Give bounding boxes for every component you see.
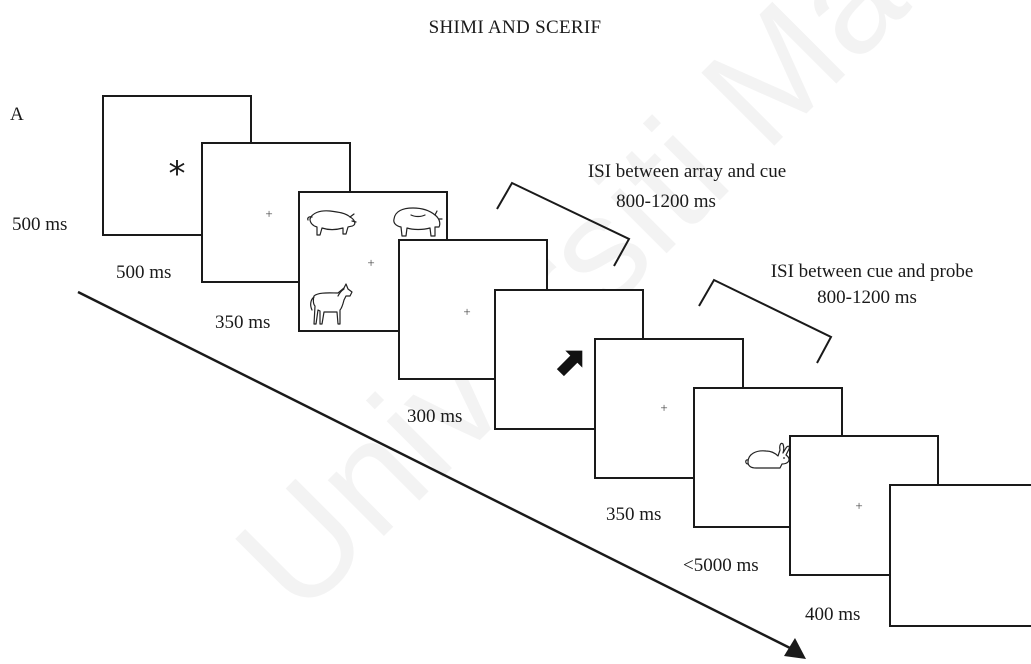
fixation-cross: + [265, 206, 272, 221]
duration-label-7: 400 ms [805, 604, 860, 625]
duration-label-4: 300 ms [407, 406, 462, 427]
fixation-cross: + [463, 304, 470, 319]
fixation-cross: + [855, 498, 862, 513]
duration-label-2: 500 ms [116, 262, 171, 283]
isi-label-2-line1: ISI between cue and probe [771, 261, 974, 282]
duration-label-3: 350 ms [215, 312, 270, 333]
isi-label-1-line2: 800-1200 ms [616, 191, 716, 212]
duration-label-1: 500 ms [12, 214, 67, 235]
duration-label-5: 350 ms [606, 504, 661, 525]
isi-label-1-line1: ISI between array and cue [588, 161, 786, 182]
frame-blank [890, 485, 1031, 626]
fixation-cross: + [367, 255, 374, 270]
isi-label-2-line2: 800-1200 ms [817, 287, 917, 308]
fixation-cross: + [660, 400, 667, 415]
panel-letter: A [10, 104, 24, 125]
asterisk-stimulus: * [169, 154, 186, 194]
page-header: SHIMI AND SCERIF [429, 17, 602, 38]
duration-label-6: <5000 ms [683, 555, 759, 576]
